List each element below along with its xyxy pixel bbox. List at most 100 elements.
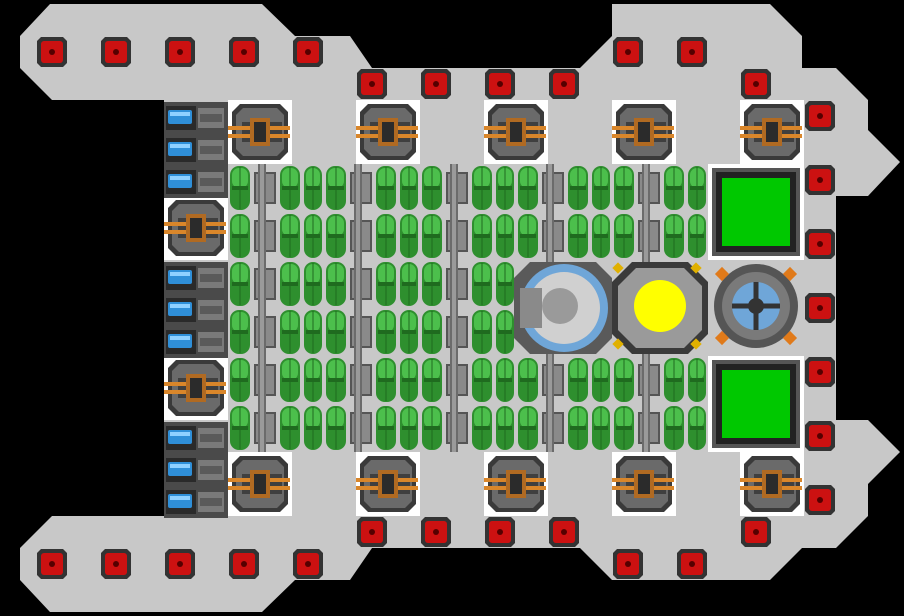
light-block[interactable] (677, 37, 707, 67)
turret-gun[interactable] (164, 360, 226, 416)
storage-tank[interactable] (376, 214, 396, 258)
light-block[interactable] (485, 517, 515, 547)
storage-tank[interactable] (326, 166, 346, 210)
storage-tank[interactable] (400, 406, 418, 450)
light-block[interactable] (485, 69, 515, 99)
storage-tank[interactable] (376, 166, 396, 210)
turret-gun[interactable] (612, 456, 674, 512)
storage-tank[interactable] (568, 214, 588, 258)
storage-tank[interactable] (304, 358, 322, 402)
light-block[interactable] (805, 229, 835, 259)
storage-tank[interactable] (376, 262, 396, 306)
thruster[interactable] (164, 454, 228, 486)
light-block[interactable] (549, 69, 579, 99)
storage-tank[interactable] (422, 214, 442, 258)
storage-tank[interactable] (472, 358, 492, 402)
storage-tank[interactable] (400, 214, 418, 258)
storage-tank[interactable] (326, 406, 346, 450)
light-block[interactable] (421, 517, 451, 547)
thruster[interactable] (164, 326, 228, 358)
storage-tank[interactable] (592, 358, 610, 402)
storage-tank[interactable] (614, 166, 634, 210)
light-block[interactable] (805, 293, 835, 323)
storage-tank[interactable] (614, 406, 634, 450)
gyroscope[interactable] (714, 264, 798, 348)
storage-tank[interactable] (518, 358, 538, 402)
storage-tank[interactable] (472, 262, 492, 306)
storage-tank[interactable] (496, 262, 514, 306)
storage-tank[interactable] (688, 214, 706, 258)
reactor-core[interactable] (612, 262, 708, 354)
light-block[interactable] (293, 549, 323, 579)
light-block[interactable] (677, 549, 707, 579)
storage-tank[interactable] (230, 310, 250, 354)
turret-gun[interactable] (356, 456, 418, 512)
thruster[interactable] (164, 486, 228, 518)
turret-gun[interactable] (356, 104, 418, 160)
storage-tank[interactable] (496, 310, 514, 354)
light-block[interactable] (549, 517, 579, 547)
light-block[interactable] (293, 37, 323, 67)
turret-gun[interactable] (740, 456, 802, 512)
light-block[interactable] (165, 549, 195, 579)
storage-tank[interactable] (592, 214, 610, 258)
storage-tank[interactable] (280, 310, 300, 354)
light-block[interactable] (101, 37, 131, 67)
storage-tank[interactable] (422, 406, 442, 450)
storage-tank[interactable] (326, 310, 346, 354)
light-block[interactable] (805, 357, 835, 387)
storage-tank[interactable] (422, 358, 442, 402)
light-block[interactable] (357, 517, 387, 547)
light-block[interactable] (805, 165, 835, 195)
storage-tank[interactable] (664, 214, 684, 258)
thruster[interactable] (164, 262, 228, 294)
turret-gun[interactable] (228, 104, 290, 160)
storage-tank[interactable] (496, 358, 514, 402)
storage-tank[interactable] (280, 214, 300, 258)
storage-tank[interactable] (496, 214, 514, 258)
light-block[interactable] (37, 37, 67, 67)
light-block[interactable] (37, 549, 67, 579)
storage-tank[interactable] (472, 214, 492, 258)
storage-tank[interactable] (304, 262, 322, 306)
storage-tank[interactable] (230, 166, 250, 210)
cargo-container[interactable] (712, 168, 800, 256)
storage-tank[interactable] (326, 214, 346, 258)
storage-tank[interactable] (376, 310, 396, 354)
light-block[interactable] (229, 549, 259, 579)
storage-tank[interactable] (376, 406, 396, 450)
storage-tank[interactable] (568, 406, 588, 450)
storage-tank[interactable] (592, 406, 610, 450)
storage-tank[interactable] (400, 166, 418, 210)
light-block[interactable] (805, 421, 835, 451)
storage-tank[interactable] (400, 310, 418, 354)
storage-tank[interactable] (592, 166, 610, 210)
light-block[interactable] (613, 549, 643, 579)
storage-tank[interactable] (230, 358, 250, 402)
storage-tank[interactable] (230, 262, 250, 306)
storage-tank[interactable] (496, 166, 514, 210)
storage-tank[interactable] (304, 166, 322, 210)
storage-tank[interactable] (568, 358, 588, 402)
storage-tank[interactable] (280, 166, 300, 210)
storage-tank[interactable] (326, 358, 346, 402)
storage-tank[interactable] (230, 214, 250, 258)
storage-tank[interactable] (422, 166, 442, 210)
storage-tank[interactable] (518, 214, 538, 258)
storage-tank[interactable] (280, 262, 300, 306)
storage-tank[interactable] (472, 166, 492, 210)
storage-tank[interactable] (614, 358, 634, 402)
light-block[interactable] (805, 485, 835, 515)
turret-gun[interactable] (228, 456, 290, 512)
storage-tank[interactable] (688, 166, 706, 210)
thruster[interactable] (164, 102, 228, 134)
thruster[interactable] (164, 134, 228, 166)
storage-tank[interactable] (400, 262, 418, 306)
light-block[interactable] (165, 37, 195, 67)
storage-tank[interactable] (304, 310, 322, 354)
storage-tank[interactable] (664, 406, 684, 450)
light-block[interactable] (613, 37, 643, 67)
storage-tank[interactable] (326, 262, 346, 306)
thruster[interactable] (164, 422, 228, 454)
storage-tank[interactable] (304, 214, 322, 258)
